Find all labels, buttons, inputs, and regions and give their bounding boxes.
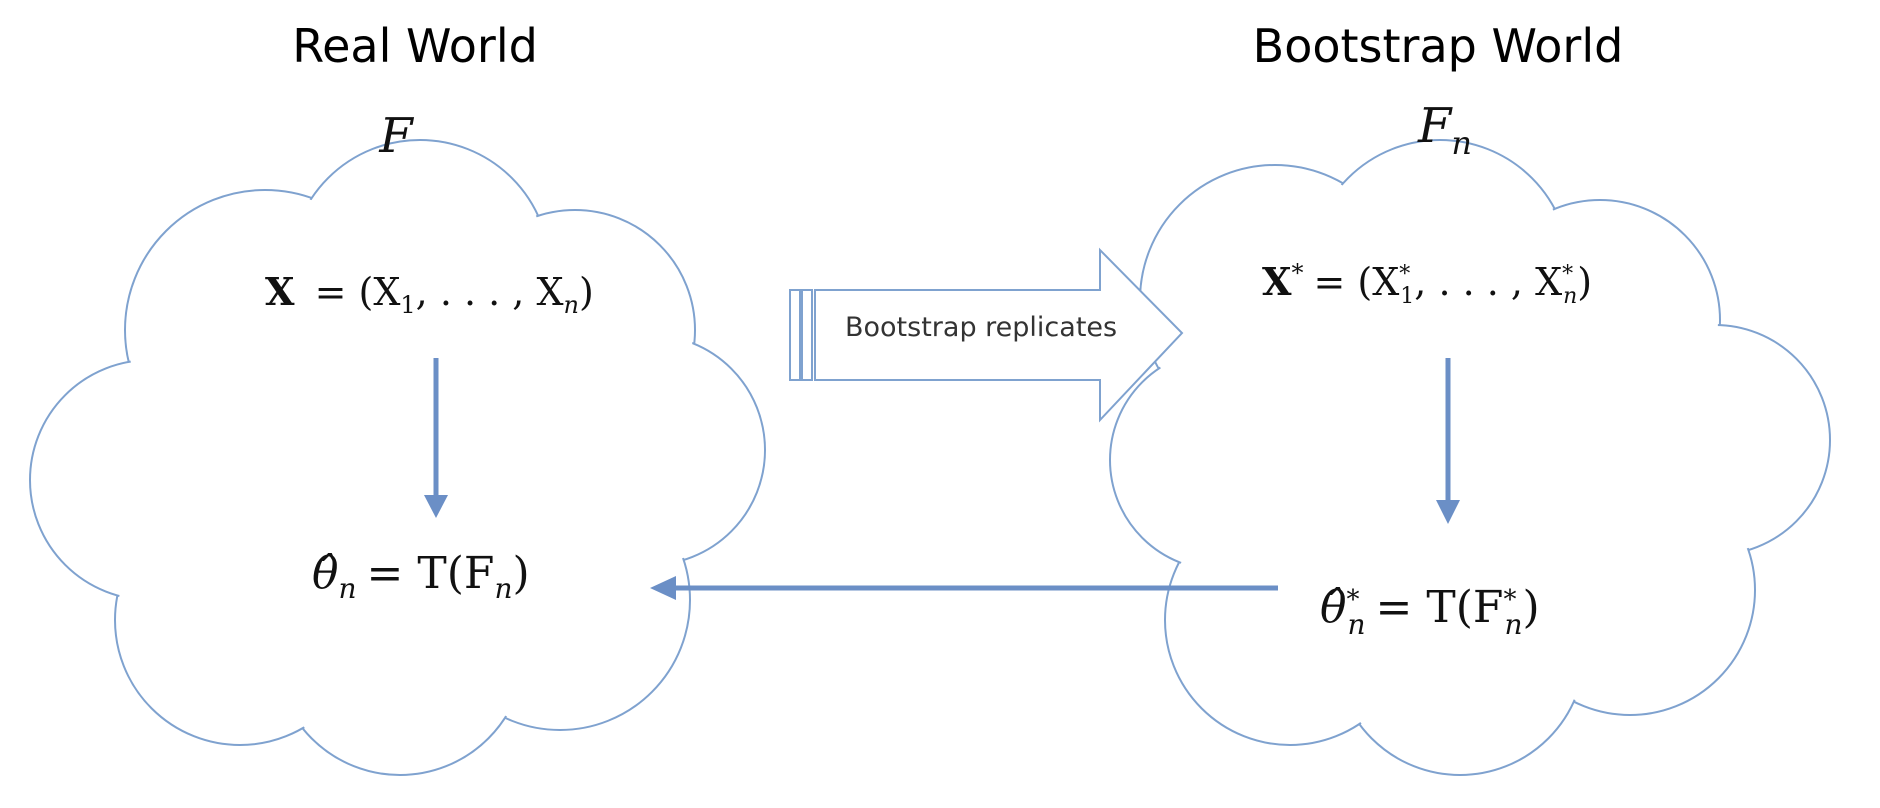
real-world-distribution: F <box>378 108 414 164</box>
return-arrow <box>650 576 1278 600</box>
bootstrap-world-title: Bootstrap World <box>1253 19 1624 73</box>
real-world-cloud <box>29 139 766 776</box>
bootstrap-world-distribution: Fn <box>1417 98 1472 162</box>
bootstrap-replicates-label: Bootstrap replicates <box>845 312 1117 343</box>
real-world-estimator: θ̂n= T(Fn) <box>312 548 530 605</box>
real-world-down-arrow <box>424 358 448 518</box>
bootstrap-replicates-arrow: Bootstrap replicates <box>789 247 1184 423</box>
bootstrap-world-down-arrow <box>1436 358 1460 524</box>
real-world-sample-expression: X = (X1, . . . , Xn) <box>265 269 594 319</box>
real-world-title: Real World <box>292 19 538 73</box>
bootstrap-world-cloud <box>1109 139 1831 776</box>
bootstrap-world-sample-expression: X*= (X*1, . . . , X*n) <box>1262 259 1592 309</box>
bootstrap-world-estimator: θ̂*n= T(F*n) <box>1320 582 1540 641</box>
